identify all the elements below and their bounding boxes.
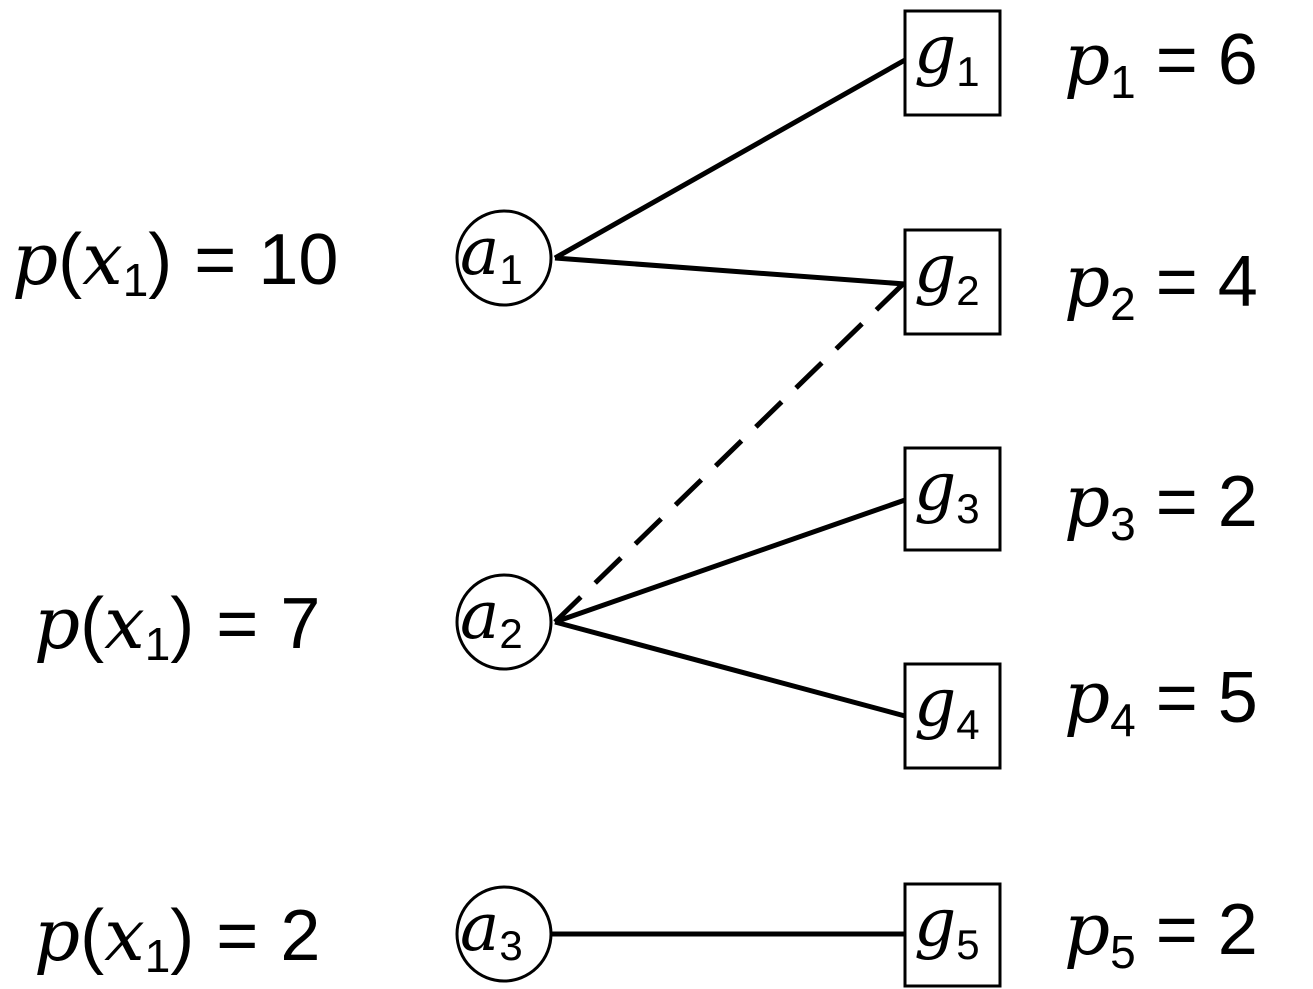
svg-text:p3=2: p3=2 [1064, 459, 1258, 550]
svg-text:p5=2: p5=2 [1064, 887, 1258, 978]
good-node-g4: g4 [903, 662, 1002, 770]
svg-text:p(x1)=7: p(x1)=7 [34, 581, 320, 670]
svg-text:a1: a1 [460, 213, 523, 293]
svg-text:g3: g3 [914, 448, 980, 532]
svg-text:p(x1)=10: p(x1)=10 [12, 217, 338, 306]
agent-label-a2: p(x1)=7 [34, 581, 320, 670]
svg-text:a3: a3 [460, 889, 523, 969]
price-label-g1: p1=6 [1064, 17, 1258, 108]
good-node-g1: g1 [903, 9, 1002, 117]
svg-text:g2: g2 [914, 230, 980, 314]
agent-node-a1: a1 [455, 209, 553, 307]
agent-node-a3: a3 [455, 885, 553, 983]
svg-text:p2=4: p2=4 [1064, 239, 1258, 330]
agent-label-a1: p(x1)=10 [12, 217, 338, 306]
edge-a2-g4 [554, 619, 906, 719]
agent-label-a3: p(x1)=2 [34, 893, 320, 982]
svg-text:a2: a2 [460, 577, 523, 657]
edge-a1-g1 [553, 57, 907, 261]
svg-text:g4: g4 [914, 664, 980, 748]
good-node-g3: g3 [903, 446, 1002, 552]
good-node-g2: g2 [903, 228, 1002, 336]
svg-text:g5: g5 [914, 884, 980, 968]
svg-text:p4=5: p4=5 [1064, 655, 1258, 746]
svg-text:p1=6: p1=6 [1064, 17, 1258, 108]
edge-a2-g2-dashed [553, 282, 905, 624]
svg-text:g1: g1 [914, 11, 980, 95]
price-label-g2: p2=4 [1064, 239, 1258, 330]
price-label-g4: p4=5 [1064, 655, 1258, 746]
svg-text:p(x1)=2: p(x1)=2 [34, 893, 320, 982]
good-node-g5: g5 [903, 882, 1002, 988]
agent-node-a2: a2 [455, 573, 553, 671]
price-label-g3: p3=2 [1064, 459, 1258, 550]
edge-a2-g3 [554, 497, 906, 625]
edge-a1-g2 [554, 255, 906, 287]
price-label-g5: p5=2 [1064, 887, 1258, 978]
